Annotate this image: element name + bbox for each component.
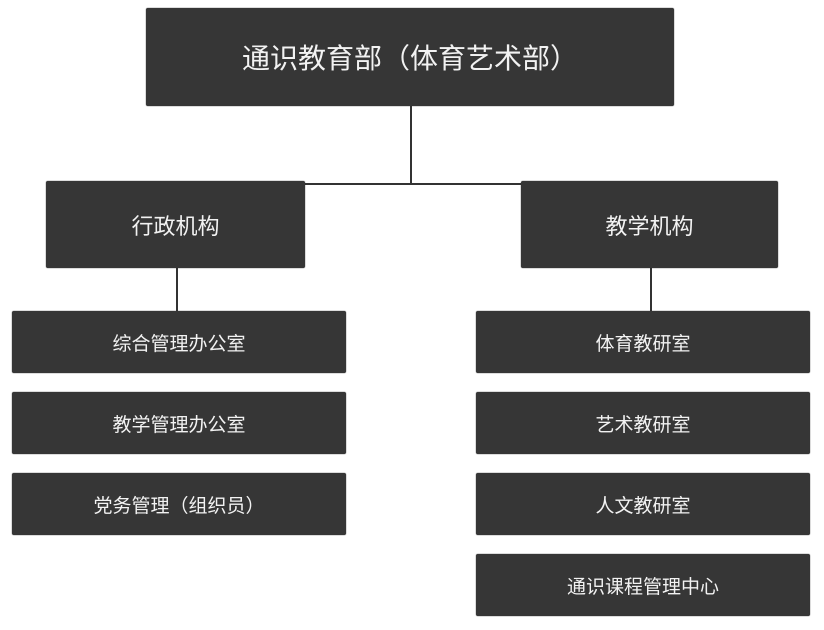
leaf-label: 体育教研室: [595, 332, 691, 355]
leaf-label: 教学管理办公室: [112, 413, 246, 436]
connector-horizontal: [305, 183, 521, 185]
connector-root-vertical: [410, 106, 412, 184]
branch-label: 行政机构: [131, 214, 220, 240]
root-label: 通识教育部（体育艺术部）: [241, 42, 578, 75]
leaf-label: 通识课程管理中心: [566, 575, 719, 598]
branch-node-admin: 行政机构: [46, 181, 305, 268]
branch-node-teaching: 教学机构: [521, 181, 778, 268]
leaf-node: 艺术教研室: [476, 392, 810, 454]
leaf-node: 通识课程管理中心: [476, 554, 810, 616]
connector-right-vertical: [650, 268, 652, 311]
leaf-label: 人文教研室: [595, 494, 691, 517]
connector-left-vertical: [176, 268, 178, 311]
leaf-node: 综合管理办公室: [12, 311, 346, 373]
leaf-node: 体育教研室: [476, 311, 810, 373]
leaf-label: 党务管理（组织员）: [93, 494, 265, 517]
root-node: 通识教育部（体育艺术部）: [146, 8, 674, 106]
leaf-node: 教学管理办公室: [12, 392, 346, 454]
leaf-node: 党务管理（组织员）: [12, 473, 346, 535]
leaf-label: 综合管理办公室: [112, 332, 246, 355]
leaf-label: 艺术教研室: [595, 413, 691, 436]
branch-label: 教学机构: [605, 214, 694, 240]
leaf-node: 人文教研室: [476, 473, 810, 535]
